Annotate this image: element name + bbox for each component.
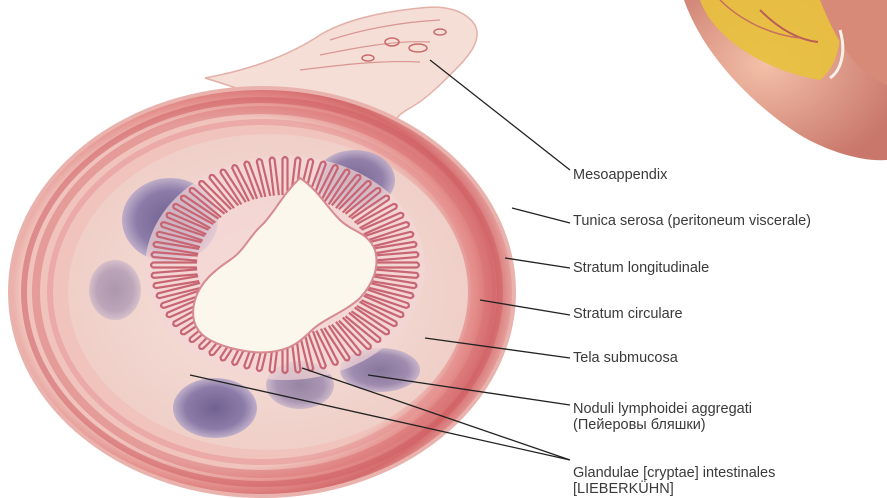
- label-glandulae-line2: [LIEBERKÜHN]: [573, 481, 775, 497]
- label-stratum-longitudinale: Stratum longitudinale: [573, 260, 709, 276]
- label-mesoappendix: Mesoappendix: [573, 167, 667, 183]
- label-tunica-serosa: Tunica serosa (peritoneum viscerale): [573, 213, 811, 229]
- label-noduli-lymphoidei: Noduli lymphoidei aggregati (Пейеровы бл…: [573, 401, 752, 433]
- label-noduli-line2: (Пейеровы бляшки): [573, 417, 752, 433]
- label-noduli-line1: Noduli lymphoidei aggregati: [573, 401, 752, 417]
- leader-line-mesoappendix: [430, 60, 570, 170]
- leader-line-stratum-longitudinale: [505, 258, 570, 268]
- intestine-inset-drawing: [684, 0, 887, 160]
- label-glandulae-intestinales: Glandulae [cryptae] intestinales [LIEBER…: [573, 465, 775, 497]
- label-stratum-circulare: Stratum circulare: [573, 306, 683, 322]
- leader-line-tunica-serosa: [512, 208, 570, 223]
- label-tela-submucosa: Tela submucosa: [573, 350, 678, 366]
- label-glandulae-line1: Glandulae [cryptae] intestinales: [573, 465, 775, 481]
